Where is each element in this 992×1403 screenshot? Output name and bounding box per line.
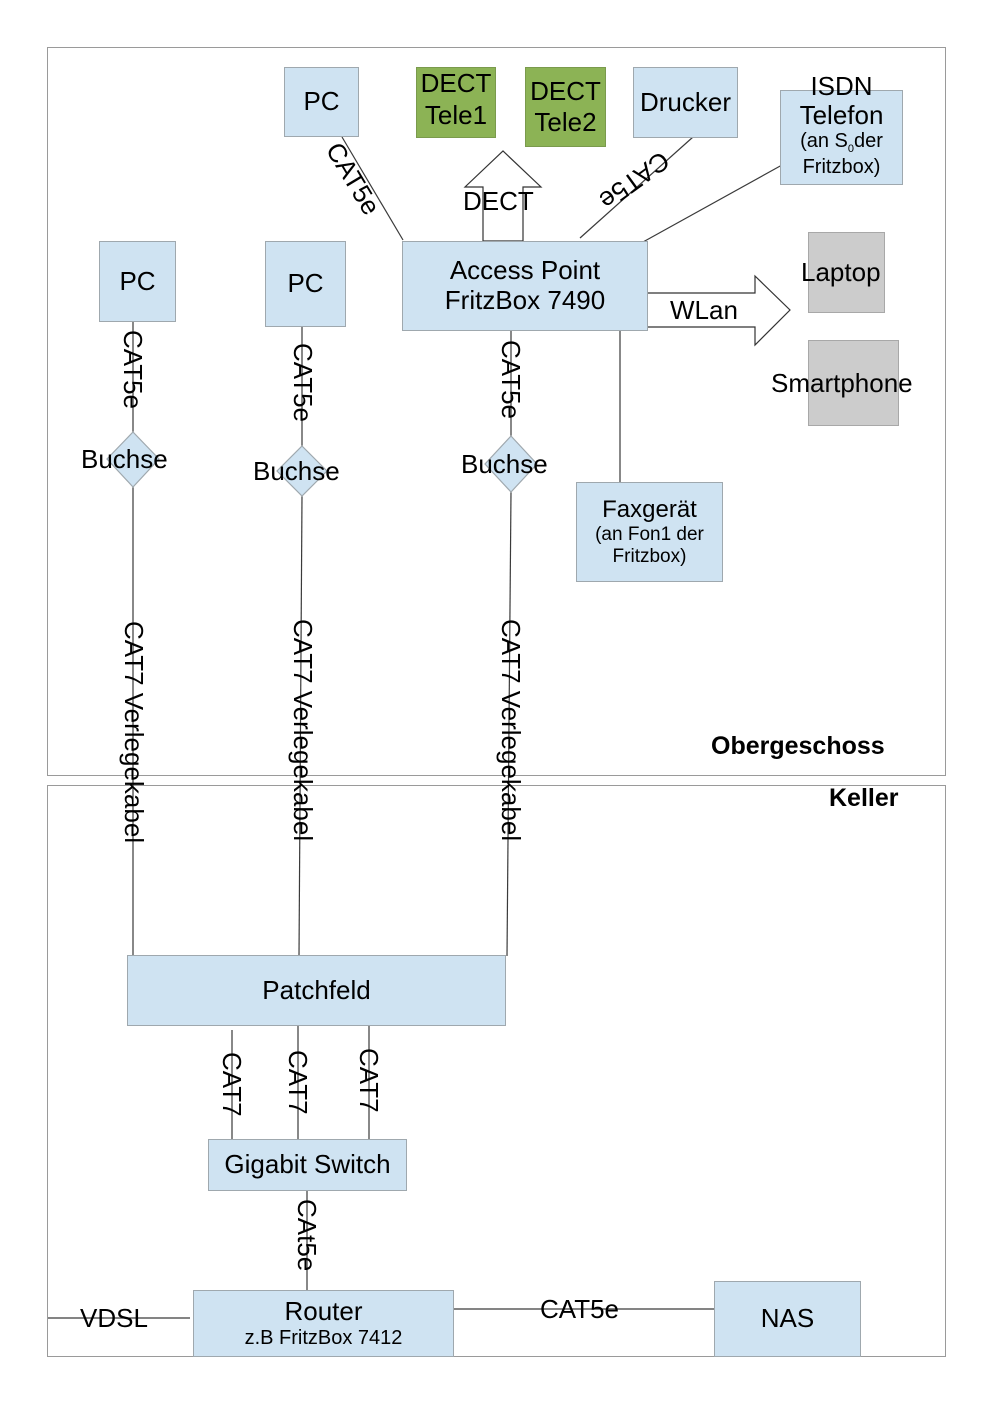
nas-label: NAS (760, 1303, 815, 1334)
isdn-line3-prefix: (an S (800, 130, 848, 153)
fax-note1: (an Fon1 der (595, 523, 704, 545)
device-printer-label: Drucker (639, 86, 731, 117)
device-dect-tele2[interactable]: DECT Tele2 (525, 67, 606, 147)
label-router-nas: CAT5e (540, 1294, 619, 1324)
fax-title: Faxgerät (602, 496, 697, 524)
label-vdsl: VDSL (80, 1303, 148, 1333)
label-wlan: WLan (670, 295, 738, 325)
device-pc-middle[interactable]: PC (265, 241, 346, 327)
device-fax[interactable]: Faxgerät (an Fon1 der Fritzbox) (576, 482, 723, 582)
socket-right-label: Buchse (461, 449, 548, 479)
device-dect-tele1[interactable]: DECT Tele1 (416, 67, 496, 138)
device-pc-left[interactable]: PC (99, 241, 176, 322)
socket-middle-label: Buchse (253, 456, 340, 486)
label-install-right: CAT7 Verlegekabel (496, 619, 526, 842)
dect-tele1-line1: DECT (420, 68, 492, 99)
socket-left-label: Buchse (81, 444, 168, 474)
device-isdn-phone[interactable] (780, 90, 903, 185)
device-access-point[interactable]: Access Point FritzBox 7490 (402, 241, 648, 331)
zone-keller-title: Keller (829, 784, 899, 812)
device-patchfield[interactable]: Patchfeld (127, 955, 506, 1026)
label-dect: DECT (463, 186, 534, 216)
access-point-line2: FritzBox 7490 (444, 285, 606, 315)
isdn-phone-text: ISDN Telefon (an S0der Fritzbox) (770, 71, 913, 178)
router-line2: z.B FritzBox 7412 (244, 1326, 403, 1349)
label-patch-switch-3: CAT7 (354, 1048, 384, 1113)
device-laptop[interactable] (808, 232, 885, 313)
device-gigabit-switch[interactable]: Gigabit Switch (208, 1139, 407, 1191)
label-ap-cable: CAT5e (496, 340, 526, 419)
dect-tele1-line2: Tele1 (424, 99, 488, 130)
device-pc-top-label: PC (303, 86, 340, 117)
label-install-left: CAT7 Verlegekabel (119, 621, 149, 844)
label-patch-switch-1: CAT7 (217, 1052, 247, 1117)
label-patch-switch-2: CAT7 (283, 1050, 313, 1115)
zone-obergeschoss (47, 47, 946, 776)
device-pc-left-label: PC (119, 265, 156, 296)
isdn-line4: Fritzbox) (802, 155, 881, 178)
dect-tele2-line2: Tele2 (534, 107, 597, 137)
fax-note2: Fritzbox) (612, 545, 687, 567)
device-router[interactable]: Router z.B FritzBox 7412 (193, 1290, 454, 1357)
zone-obergeschoss-title: Obergeschoss (711, 732, 885, 760)
label-switch-router: CAt5e (292, 1199, 322, 1272)
gigabit-switch-label: Gigabit Switch (224, 1149, 391, 1180)
patchfield-label: Patchfeld (262, 974, 371, 1005)
isdn-line2: Telefon (799, 100, 884, 131)
isdn-line3-suffix: der (854, 130, 883, 153)
isdn-line3-sub: 0 (847, 143, 855, 156)
device-smartphone-label: Smartphone (771, 368, 913, 398)
label-pc-middle-cable: CAT5e (288, 343, 318, 422)
dect-tele2-line1: DECT (530, 75, 601, 106)
device-smartphone[interactable] (808, 340, 899, 426)
device-laptop-label: Laptop (801, 257, 881, 287)
router-line1: Router (284, 1296, 363, 1327)
zone-keller (47, 785, 946, 1357)
device-nas[interactable]: NAS (714, 1281, 861, 1357)
device-pc-top[interactable]: PC (284, 67, 359, 137)
label-pc-left-cable: CAT5e (118, 330, 148, 409)
access-point-line1: Access Point (449, 255, 601, 286)
label-install-middle: CAT7 Verlegekabel (288, 619, 318, 842)
device-pc-middle-label: PC (287, 268, 324, 299)
isdn-line1: ISDN (810, 71, 873, 101)
isdn-line3: (an S0der (770, 130, 913, 155)
device-printer[interactable]: Drucker (633, 67, 738, 138)
